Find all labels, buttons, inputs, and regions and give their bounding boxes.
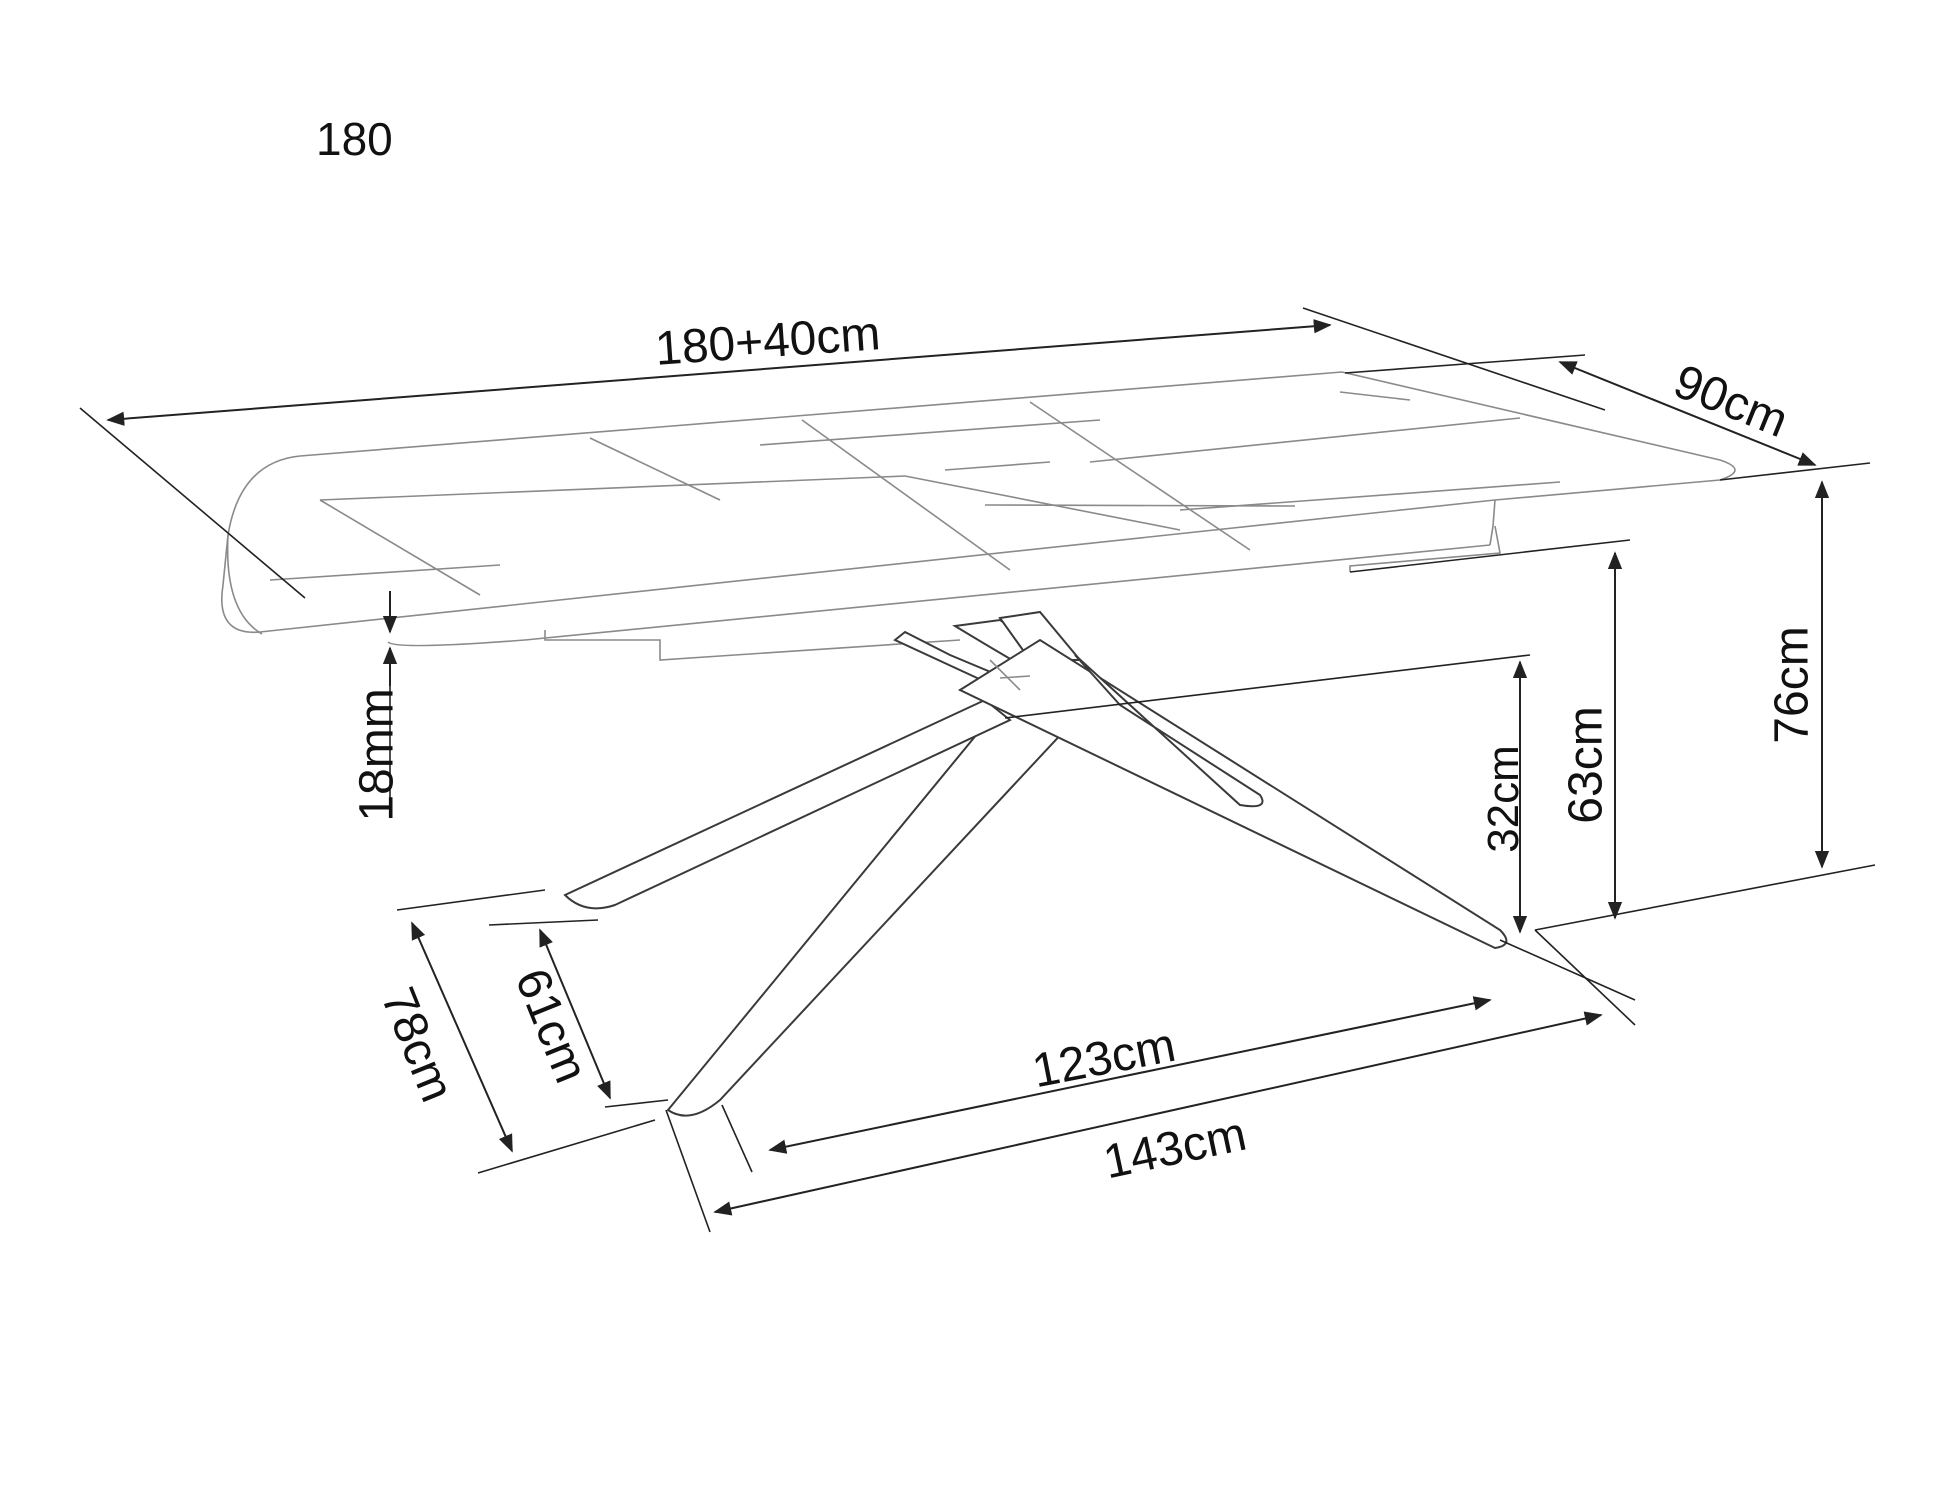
table-base xyxy=(563,610,1508,1117)
table-top xyxy=(221,371,1736,661)
dimension-lines xyxy=(79,307,1876,1233)
top-thickness-label: 18mm xyxy=(350,688,404,822)
height-label: 76cm xyxy=(1765,626,1819,744)
clearance-label: 63cm xyxy=(1559,706,1613,824)
diagram-title: 180 xyxy=(316,113,393,165)
base-height-label: 32cm xyxy=(1478,745,1528,853)
